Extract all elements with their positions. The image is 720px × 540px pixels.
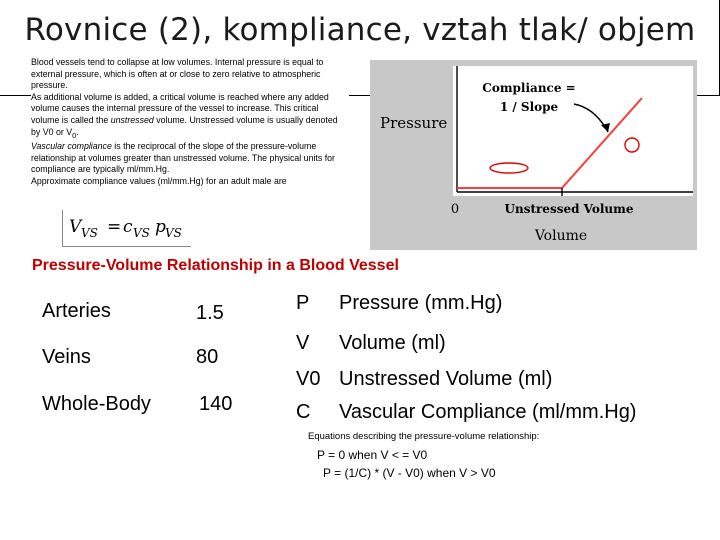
description-unstressed-term: unstressed <box>110 114 154 125</box>
formula-p: p <box>155 217 166 237</box>
graph-svg: Compliance = 1 / Slope Pressure 0 Unstre… <box>372 63 695 248</box>
description-compliance-text: is the reciprocal of the slope of the pr… <box>31 140 335 175</box>
graph-compliance-label-1: Compliance = <box>482 81 575 95</box>
formula-c-sub: VS <box>133 226 150 240</box>
whole-body-name: Whole-Body <box>42 393 151 415</box>
veins-value: 80 <box>196 346 219 368</box>
legend-v-symbol: V <box>296 332 310 354</box>
legend-c-symbol: C <box>296 401 311 423</box>
graph-y-axis-label: Pressure <box>380 114 447 132</box>
description-period: . <box>76 126 79 137</box>
equation-1: P = 0 when V < = V0 <box>317 448 428 462</box>
graph-annotation-circle <box>624 137 640 153</box>
whole-body-value: 140 <box>199 393 233 415</box>
description-paragraph-4: Approximate compliance values (ml/mm.Hg)… <box>31 175 287 186</box>
formula-svg: V VS = c VS p VS <box>69 217 182 240</box>
arteries-value: 1.5 <box>196 302 224 324</box>
legend-v-meaning: Volume (ml) <box>339 332 446 354</box>
legend-c-meaning: Vascular Compliance (ml/mm.Hg) <box>339 401 637 423</box>
pressure-volume-graph: Compliance = 1 / Slope Pressure 0 Unstre… <box>370 60 697 250</box>
legend-v0-meaning: Unstressed Volume (ml) <box>339 368 553 390</box>
arteries-name: Arteries <box>42 300 111 322</box>
description-paragraph-1: Blood vessels tend to collapse at low vo… <box>31 57 324 91</box>
compliance-formula: V VS = c VS p VS <box>62 210 191 247</box>
graph-annotation-ellipse <box>489 162 529 174</box>
veins-name: Veins <box>42 346 91 368</box>
formula-p-sub: VS <box>165 226 182 240</box>
description-text: Blood vessels tend to collapse at low vo… <box>31 57 349 188</box>
equation-2: P = (1/C) * (V - V0) when V > V0 <box>323 466 496 480</box>
section-heading: Pressure-Volume Relationship in a Blood … <box>32 257 399 274</box>
formula-equals: = <box>107 217 121 237</box>
graph-origin-label: 0 <box>451 202 459 217</box>
formula-c: c <box>123 217 133 237</box>
description-paragraph-3: Vascular compliance is the reciprocal of… <box>31 141 349 176</box>
graph-x-axis-label: Volume <box>534 228 587 244</box>
legend-p-symbol: P <box>296 292 310 314</box>
equations-caption: Equations describing the pressure-volume… <box>308 431 540 442</box>
graph-unstressed-label: Unstressed Volume <box>505 202 634 216</box>
legend-p-meaning: Pressure (mm.Hg) <box>339 292 503 314</box>
legend-v0-symbol: V0 <box>296 368 321 390</box>
description-v0-subscript: 0 <box>72 130 77 140</box>
slide-title: Rovnice (2), kompliance, vztah tlak/ obj… <box>24 12 696 48</box>
description-paragraph-2: As additional volume is added, a critica… <box>31 92 349 141</box>
description-v0-text: volume. Unstressed volume is usually den… <box>31 114 338 137</box>
graph-arrowhead <box>601 123 610 132</box>
graph-compliance-label-2: 1 / Slope <box>500 100 559 114</box>
description-compliance-term: Vascular compliance <box>31 140 112 151</box>
formula-v: V <box>69 217 83 237</box>
description-unstressed-intro: As additional volume is added, a critica… <box>31 91 329 125</box>
formula-v-sub: VS <box>81 226 98 240</box>
